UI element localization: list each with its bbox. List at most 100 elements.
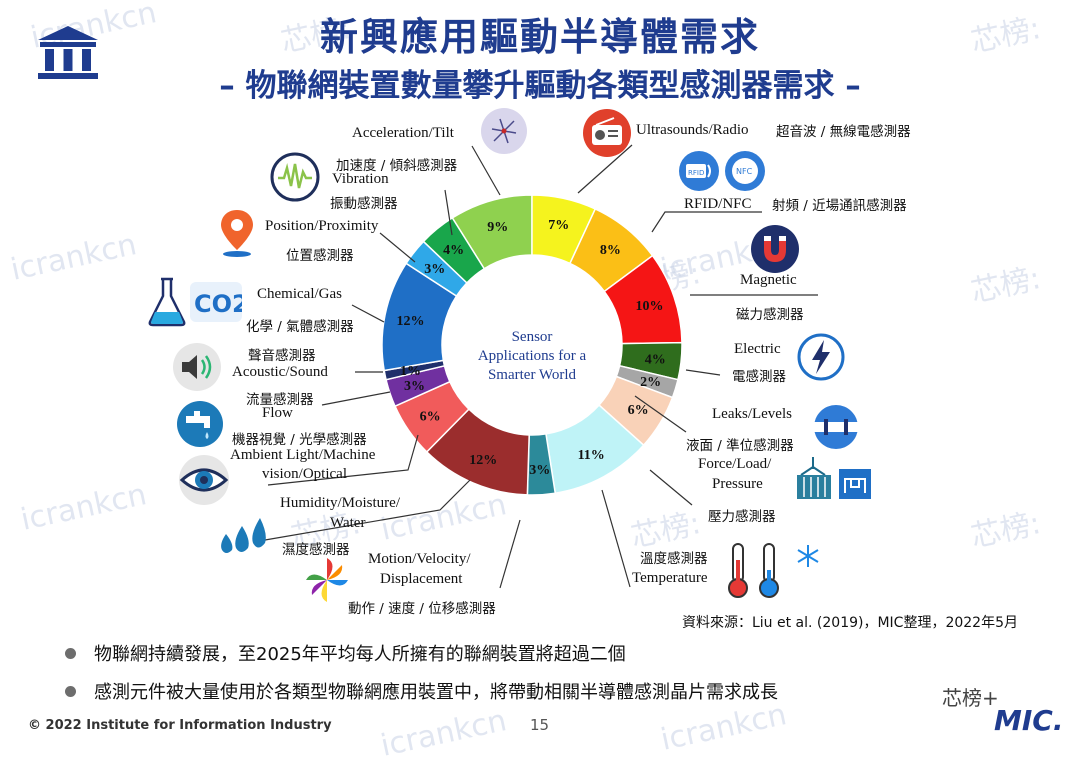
leader-line (444, 189, 453, 236)
slice-value-label: 12% (469, 453, 497, 468)
slice-value-label: 6% (628, 403, 649, 418)
bullet-item: 感測元件被大量使用於各類型物聯網應用裝置中，將帶動相關半導體感測晶片需求成長 (65, 678, 778, 704)
page-subtitle: – 物聯網裝置數量攀升驅動各類型感測器需求 – (219, 68, 861, 104)
label-acceleration: Acceleration/Tilt (352, 125, 454, 141)
label-position-zh: 位置感測器 (286, 248, 354, 264)
label-acoustic: Acoustic/Sound (232, 364, 328, 380)
label-electric-zh: 電感測器 (732, 369, 786, 385)
co2-icon: CO2 (190, 282, 242, 322)
label-leaks-zh: 液面 / 準位感測器 (686, 438, 794, 454)
leader-line (649, 469, 693, 506)
label-rfid: RFID/NFC (684, 196, 752, 212)
slice-value-label: 12% (397, 314, 425, 329)
label-electric: Electric (734, 341, 781, 357)
label-ultrasound-zh: 超音波 / 無線電感測器 (776, 124, 911, 140)
label-optical-zh: 機器視覺 / 光學感測器 (232, 432, 367, 448)
leader-line (379, 232, 416, 263)
page-number: 15 (530, 716, 550, 734)
label-vibration: Vibration (332, 171, 389, 187)
bullet-text: 物聯網持續發展，至2025年平均每人所擁有的聯網裝置將超過二個 (94, 644, 626, 665)
slice-value-label: 8% (600, 243, 621, 258)
label-force: Force/Load/ (698, 456, 772, 472)
leader-lines (264, 144, 818, 589)
label-rfid-zh: 射頻 / 近場通訊感測器 (772, 198, 907, 214)
bullet-text: 感測元件被大量使用於各類型物聯網應用裝置中，將帶動相關半導體感測晶片需求成長 (94, 682, 778, 703)
slice-value-label: 4% (645, 352, 666, 367)
donut-chart: 9%7%8%10%4%2%6%11%3%12%6%3%1%12%3%4% Sen… (381, 194, 683, 496)
label-humidity-zh: 濕度感測器 (282, 542, 350, 558)
label-acceleration-zh: 加速度 / 傾斜感測器 (336, 158, 458, 174)
label-temperature: Temperature (632, 570, 708, 586)
slice-value-label: 4% (443, 243, 464, 258)
label-optical: Ambient Light/Machine (230, 447, 376, 463)
snowflake-icon (797, 545, 819, 567)
leader-line (471, 145, 501, 196)
leader-line (685, 369, 721, 376)
flask-icon (148, 277, 186, 327)
leader-line (351, 304, 385, 323)
slice-value-label: 9% (487, 220, 508, 235)
label-chemical-zh: 化學 / 氣體感測器 (246, 319, 354, 335)
label-flow-zh: 流量感測器 (246, 392, 314, 408)
bullet-dot-icon (65, 685, 76, 697)
label-chemical: Chemical/Gas (257, 286, 342, 302)
brand-logo: MIC. (994, 704, 1064, 737)
svg-text:RFID: RFID (688, 169, 704, 177)
slice-value-label: 3% (529, 463, 550, 478)
slice-value-label: 3% (404, 379, 425, 394)
label-motion-zh: 動作 / 速度 / 位移感測器 (348, 601, 496, 617)
label-force-zh: 壓力感測器 (708, 509, 776, 525)
label-force-2: Pressure (712, 476, 763, 492)
bullet-item: 物聯網持續發展，至2025年平均每人所擁有的聯網裝置將超過二個 (65, 640, 626, 666)
donut-hole (442, 255, 622, 435)
speaker-icon (173, 343, 221, 391)
faucet-icon (177, 401, 223, 447)
center-label-line-3: Smarter World (488, 367, 577, 383)
pinwheel-icon (306, 558, 348, 602)
magnet-icon (751, 225, 799, 273)
label-vibration-zh: 振動感測器 (330, 196, 398, 212)
label-motion-2: Displacement (380, 571, 463, 587)
svg-text:CO2: CO2 (194, 290, 242, 318)
label-humidity: Humidity/Moisture/ (280, 495, 400, 511)
leader-line (499, 519, 521, 589)
label-magnetic-zh: 磁力感測器 (736, 307, 804, 323)
leader-line (601, 489, 631, 588)
label-position: Position/Proximity (265, 218, 379, 234)
slice-value-label: 3% (424, 262, 445, 277)
label-leaks: Leaks/Levels (712, 406, 792, 422)
water-drops-icon (221, 518, 266, 553)
slice-value-label: 1% (400, 364, 421, 379)
label-flow: Flow (262, 405, 293, 421)
source-note: 資料來源：Liu et al. (2019)，MIC整理，2022年5月 (681, 615, 1018, 631)
label-ultrasound: Ultrasounds/Radio (636, 122, 749, 138)
label-humidity-2: Water (330, 515, 366, 531)
vibration-icon (270, 152, 320, 202)
leader-line (577, 144, 633, 194)
wechat-watermark: 芯榜+ (942, 686, 999, 710)
label-acoustic-zh: 聲音感測器 (248, 348, 316, 364)
slice-value-label: 6% (420, 410, 441, 425)
slice-value-label: 10% (635, 299, 663, 314)
institute-building-icon (38, 26, 98, 79)
lightning-icon (797, 333, 845, 381)
slice-value-label: 2% (640, 375, 661, 390)
leader-line (267, 434, 419, 486)
center-label-line-1: Sensor (512, 329, 553, 345)
leader-line (651, 211, 762, 233)
rfid-icon: RFID (679, 151, 719, 191)
footer-copyright: © 2022 Institute for Information Industr… (28, 718, 332, 733)
svg-text:NFC: NFC (736, 167, 753, 176)
location-pin-icon (221, 210, 253, 257)
leader-line (264, 479, 471, 541)
label-magnetic: Magnetic (740, 272, 797, 288)
label-temperature-zh: 溫度感測器 (640, 551, 708, 567)
label-optical-2: vision/Optical (262, 466, 347, 482)
leader-line (321, 391, 391, 406)
eye-icon (179, 455, 229, 505)
page-title: 新興應用驅動半導體需求 (319, 15, 760, 59)
container-load-icon (797, 457, 871, 499)
center-label-line-2: Applications for a (478, 348, 587, 364)
leader-line (634, 395, 687, 433)
bullet-dot-icon (65, 647, 76, 659)
